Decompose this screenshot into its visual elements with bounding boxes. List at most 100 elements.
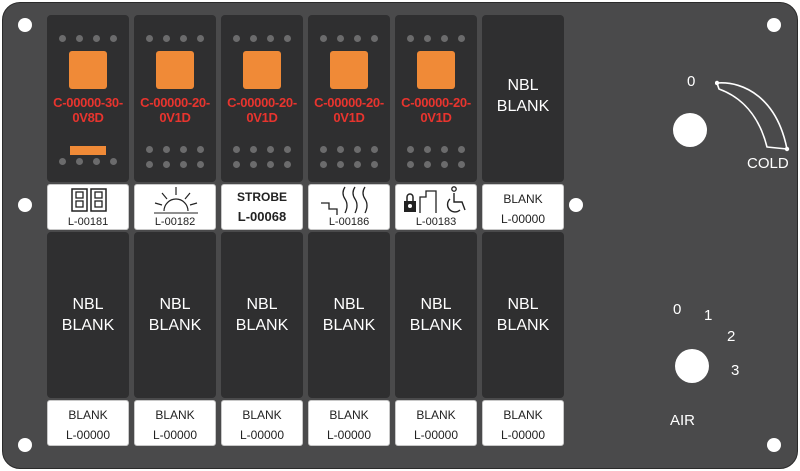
air-pos-0-label: 0: [673, 301, 682, 318]
label-lock-wheelchair: L-00183: [395, 184, 477, 230]
label-blank-bottom-3: BLANK L-00000: [221, 400, 303, 446]
label-blank-bottom-2: BLANK L-00000: [134, 400, 216, 446]
label-heat-ramp: L-00186: [308, 184, 390, 230]
indicator-dots: [320, 161, 378, 168]
label-title: STROBE: [236, 190, 287, 204]
label-code: L-00181: [67, 216, 109, 228]
temperature-scale-icon: [715, 80, 790, 152]
indicator-dots: [59, 35, 117, 42]
label-title: BLANK: [155, 408, 195, 422]
label-title: BLANK: [329, 408, 369, 422]
rocker-switch-5[interactable]: C-00000-20-0V1D: [395, 15, 477, 182]
indicator-dots: [407, 146, 465, 153]
rocker-switch-3[interactable]: C-00000-20-0V1D: [221, 15, 303, 182]
air-pos-1-label: 1: [704, 307, 713, 324]
mount-hole-bottom-right: [767, 438, 781, 452]
rocker-switch-4[interactable]: C-00000-20-0V1D: [308, 15, 390, 182]
blank-switch-bottom-3[interactable]: NBL BLANK: [221, 232, 303, 398]
blank-switch-bottom-2[interactable]: NBL BLANK: [134, 232, 216, 398]
indicator-dots: [146, 161, 204, 168]
indicator-dots: [146, 146, 204, 153]
air-pos-3-label: 3: [731, 362, 740, 379]
blank-line1: NBL: [246, 296, 278, 313]
indicator-dots: [320, 35, 378, 42]
label-title: BLANK: [242, 408, 282, 422]
label-sunburst: L-00182: [134, 184, 216, 230]
label-code: L-00000: [326, 428, 372, 442]
label-code: L-00186: [328, 216, 370, 228]
label-blank: BLANK L-00000: [482, 184, 564, 230]
label-blank-bottom-1: BLANK L-00000: [47, 400, 129, 446]
rocker-switch-2[interactable]: C-00000-20-0V1D: [134, 15, 216, 182]
indicator-dots: [407, 161, 465, 168]
blank-line2: BLANK: [235, 317, 289, 334]
indicator-dots: [146, 35, 204, 42]
blank-line2: BLANK: [148, 317, 202, 334]
amber-lens: [330, 51, 368, 89]
blank-line2: BLANK: [496, 98, 550, 115]
label-title: BLANK: [68, 408, 108, 422]
amber-lens: [243, 51, 281, 89]
label-code: L-00182: [154, 216, 196, 228]
amber-lens: [156, 51, 194, 89]
label-blank-bottom-6: BLANK L-00000: [482, 400, 564, 446]
blank-line2: BLANK: [496, 317, 550, 334]
label-code: L-00183: [415, 216, 457, 228]
temp-zero-label: 0: [687, 73, 696, 90]
indicator-dots: [233, 35, 291, 42]
mount-hole-left-mid: [18, 198, 32, 212]
blank-switch-bottom-6[interactable]: NBL BLANK: [482, 232, 564, 398]
label-code: L-00068: [237, 209, 287, 224]
label-strobe: STROBE L-00068: [221, 184, 303, 230]
part-number: C-00000-30-0V8D: [53, 95, 123, 125]
indicator-dots: [233, 146, 291, 153]
amber-lens: [417, 51, 455, 89]
air-pos-2-label: 2: [727, 328, 736, 345]
label-code: L-00000: [413, 428, 459, 442]
blank-line1: NBL: [507, 296, 539, 313]
blank-line1: NBL: [333, 296, 365, 313]
blank-switch-bottom-1[interactable]: NBL BLANK: [47, 232, 129, 398]
mount-hole-bottom-left: [18, 438, 32, 452]
temperature-knob[interactable]: [673, 113, 707, 147]
blank-line2: BLANK: [61, 317, 115, 334]
part-number: C-00000-20-0V1D: [401, 95, 471, 125]
part-number: C-00000-20-0V1D: [140, 95, 210, 125]
label-dual-light: L-00181: [47, 184, 129, 230]
indicator-dots: [320, 146, 378, 153]
indicator-dots: [233, 161, 291, 168]
part-number: C-00000-20-0V1D: [314, 95, 384, 125]
part-number: C-00000-20-0V1D: [227, 95, 297, 125]
mount-hole-top-right: [767, 18, 781, 32]
label-blank-bottom-4: BLANK L-00000: [308, 400, 390, 446]
label-code: L-00000: [500, 212, 546, 226]
rocker-switch-1[interactable]: C-00000-30-0V8D: [47, 15, 129, 182]
sunburst-icon: [154, 187, 198, 214]
blank-line2: BLANK: [409, 317, 463, 334]
label-code: L-00000: [500, 428, 546, 442]
label-code: L-00000: [239, 428, 285, 442]
dual-light-icon: [71, 188, 107, 212]
label-code: L-00000: [65, 428, 111, 442]
air-knob[interactable]: [675, 349, 709, 383]
blank-line1: NBL: [72, 296, 104, 313]
label-code: L-00000: [152, 428, 198, 442]
blank-line1: NBL: [507, 77, 539, 94]
mount-hole-top-left: [18, 18, 32, 32]
label-title: BLANK: [503, 408, 543, 422]
amber-bar-indicator: [70, 146, 106, 155]
label-title: BLANK: [416, 408, 456, 422]
indicator-dots: [59, 158, 117, 165]
amber-lens: [69, 51, 107, 89]
air-label: AIR: [670, 412, 696, 429]
blank-switch-top-6[interactable]: NBL BLANK: [482, 15, 564, 182]
lock-wheelchair-door-icon: [404, 186, 466, 213]
heat-ramp-icon: [321, 186, 368, 215]
mount-hole-right-mid: [569, 198, 583, 212]
blank-line1: NBL: [159, 296, 191, 313]
label-blank-bottom-5: BLANK L-00000: [395, 400, 477, 446]
temp-cold-label: COLD: [747, 155, 789, 172]
